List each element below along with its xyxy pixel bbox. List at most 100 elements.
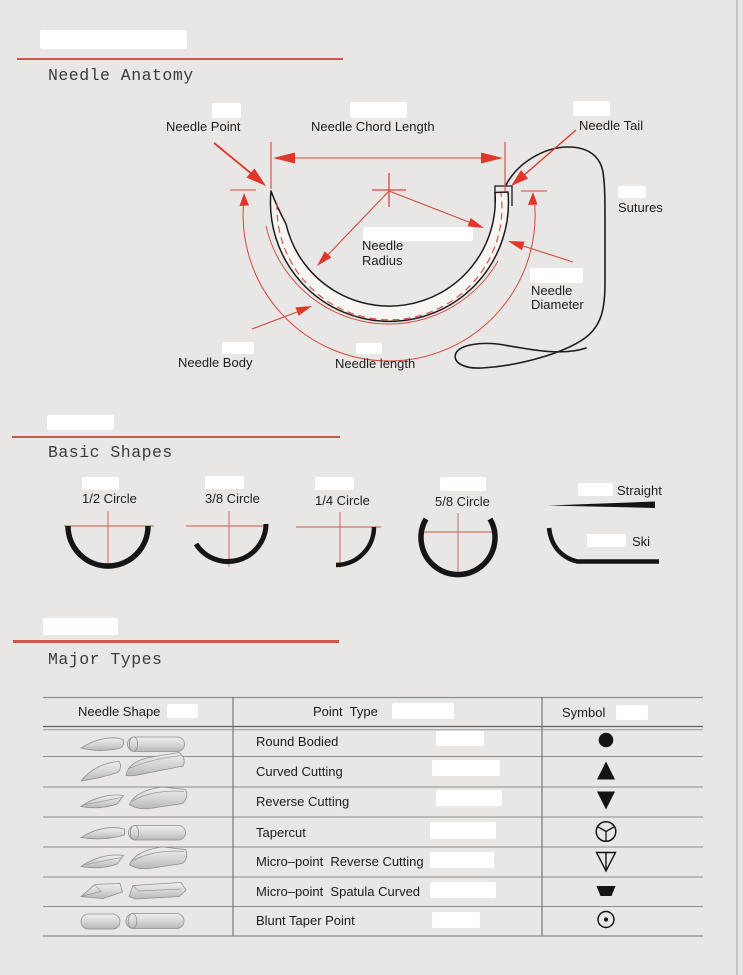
redaction-box xyxy=(363,227,473,241)
redaction-box xyxy=(587,534,626,547)
symbol-glyphs xyxy=(595,732,617,929)
suture-thread xyxy=(454,146,606,369)
needle-body-highlight-arc xyxy=(265,225,499,325)
label-sutures: Sutures xyxy=(618,200,663,215)
redaction-box xyxy=(40,30,187,49)
label-five-eighth-circle: 5/8 Circle xyxy=(435,494,490,509)
label-three-eighth-circle: 3/8 Circle xyxy=(205,491,260,506)
diameter-leader-lower xyxy=(516,243,574,263)
redaction-box xyxy=(167,704,198,718)
redaction-box xyxy=(82,477,119,490)
table-cell-point-type: Reverse Cutting xyxy=(256,794,350,809)
radius-arrowhead xyxy=(317,251,332,266)
symbol-circle-inverted-y-icon xyxy=(595,820,617,843)
symbol-filled-trapezoid-icon xyxy=(596,886,616,896)
label-needle-radius-line2: Radius xyxy=(362,253,403,268)
needle-tail-arrowhead xyxy=(511,170,529,186)
diameter-leader-upper xyxy=(388,190,475,225)
table-header-needle-shape: Needle Shape xyxy=(78,704,161,719)
needle-body-leader xyxy=(251,308,306,330)
symbol-triangle-up-icon xyxy=(597,761,615,780)
redaction-box xyxy=(47,415,114,430)
section-divider xyxy=(13,640,339,643)
label-needle-length: Needle length xyxy=(335,356,416,371)
length-arrow-left xyxy=(239,193,249,206)
half-circle-needle xyxy=(65,525,151,569)
needle-shape-tapercut-icon xyxy=(79,825,186,841)
straight-needle xyxy=(548,501,655,508)
redaction-box xyxy=(430,852,494,868)
needle-tail-leader xyxy=(522,129,577,177)
chord-arrow-right xyxy=(481,152,503,164)
table-cell-point-type: Micro–point Spatula Curved xyxy=(256,884,421,899)
section-divider xyxy=(12,436,340,438)
redaction-box xyxy=(212,103,241,118)
redaction-box xyxy=(432,760,500,776)
three-eighth-circle-needle xyxy=(193,523,269,564)
redaction-box xyxy=(432,912,480,928)
page-edge-line xyxy=(736,0,738,975)
redaction-box xyxy=(350,102,407,118)
section-title-basic-shapes: Basic Shapes xyxy=(48,443,173,462)
redaction-box xyxy=(440,477,486,491)
section-divider xyxy=(17,58,343,60)
needle-centerline-dashed xyxy=(276,192,503,321)
redaction-box xyxy=(356,343,382,354)
needle-shape-spatula-curved-icon xyxy=(80,882,187,900)
needle-shape-thumbnails xyxy=(79,736,188,930)
section-title-major-types: Major Types xyxy=(48,650,163,669)
redaction-box xyxy=(578,483,613,496)
label-straight: Straight xyxy=(617,483,662,498)
redaction-box xyxy=(618,186,646,198)
label-needle-diameter-line1: Needle xyxy=(531,283,573,298)
table-header-symbol: Symbol xyxy=(562,705,606,720)
table-header-point-type: Point Type xyxy=(313,704,378,719)
needle-body-arrowhead xyxy=(295,306,312,316)
redaction-box xyxy=(573,101,610,116)
label-needle-diameter-line2: Diameter xyxy=(531,297,584,312)
quarter-circle-needle xyxy=(335,526,377,568)
needle-point-arrowhead xyxy=(246,168,266,186)
redaction-box xyxy=(205,476,244,489)
redaction-box xyxy=(616,705,648,720)
crosshair-guides xyxy=(64,511,497,576)
needle-shape-reverse-cutting-icon xyxy=(80,786,188,810)
label-needle-radius-line1: Needle xyxy=(362,238,404,253)
basic-shapes-figures xyxy=(64,501,659,578)
length-arrow-right xyxy=(528,192,538,205)
radius-leader-line xyxy=(321,190,390,262)
symbol-open-triangle-bisected-icon xyxy=(595,851,617,873)
needle-length-arc xyxy=(242,196,536,362)
chord-arrow-left xyxy=(273,152,295,164)
center-cross-mark xyxy=(372,173,406,207)
five-eighth-circle-needle xyxy=(418,517,498,578)
table-cell-point-type: Micro–point Reverse Cutting xyxy=(256,854,424,869)
chord-dimension xyxy=(270,142,506,191)
redaction-box xyxy=(222,342,254,354)
redaction-box xyxy=(436,790,502,806)
redaction-box xyxy=(436,731,484,746)
table-cell-point-type: Curved Cutting xyxy=(256,764,343,779)
symbol-filled-circle-icon xyxy=(598,732,614,748)
redaction-box xyxy=(430,822,496,839)
needle-shape-blunt-taper-icon xyxy=(80,913,185,930)
symbol-circle-dot-icon xyxy=(597,910,615,929)
redaction-box xyxy=(530,268,583,283)
table-cell-point-type: Tapercut xyxy=(256,825,306,840)
label-needle-point: Needle Point xyxy=(166,119,241,134)
section-title-needle-anatomy: Needle Anatomy xyxy=(48,66,194,85)
redaction-box xyxy=(43,618,118,635)
diameter-arrowhead-lower xyxy=(508,241,525,251)
diameter-arrowhead-upper xyxy=(467,218,484,228)
label-needle-tail: Needle Tail xyxy=(579,118,644,133)
table-cell-point-type: Blunt Taper Point xyxy=(256,913,355,928)
label-ski: Ski xyxy=(632,534,651,549)
needle-shape-round-bodied-icon xyxy=(80,736,185,752)
needle-tail-swage xyxy=(494,185,513,206)
redaction-box xyxy=(315,477,354,490)
ski-needle xyxy=(546,527,659,564)
table-cell-point-type: Round Bodied xyxy=(256,734,339,749)
label-needle-body: Needle Body xyxy=(178,355,253,370)
